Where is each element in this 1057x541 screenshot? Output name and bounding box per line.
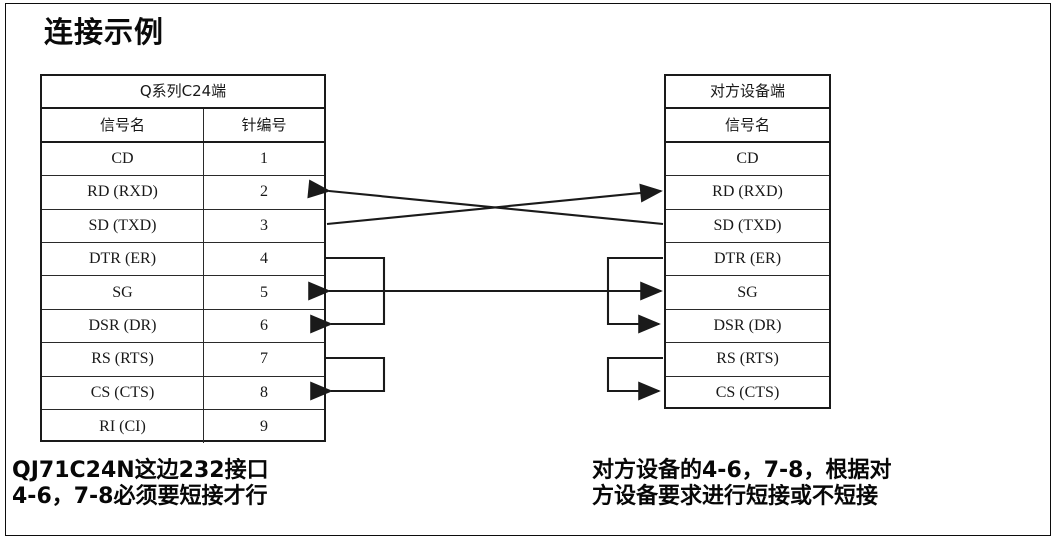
left-pin-7: 7 xyxy=(260,350,268,368)
left-pin-table: Q系列C24端 信号名 针编号 CD 1 RD (RXD) 2 SD (TXD)… xyxy=(40,74,326,444)
table-row: DSR (DR) xyxy=(666,310,829,344)
table-row: CD 1 xyxy=(42,142,324,177)
left-signal-7: RS (RTS) xyxy=(42,343,204,376)
right-table-header-row: 对方设备端 xyxy=(666,76,829,110)
right-col-signal-name: 信号名 xyxy=(724,115,770,134)
left-table-column-header-row: 信号名 针编号 xyxy=(42,109,324,143)
right-signal-6: DSR (DR) xyxy=(713,316,782,334)
right-pin-table: 对方设备端 信号名 CD RD (RXD) SD (TXD) DTR (ER) … xyxy=(664,74,831,409)
right-signal-7: RS (RTS) xyxy=(716,350,779,368)
left-pin-3: 3 xyxy=(260,216,268,234)
right-signal-2: RD (RXD) xyxy=(712,183,783,201)
left-col-pin-number: 针编号 xyxy=(241,115,287,134)
caption-left: QJ71C24N这边232接口 4-6，7-8必须要短接才行 xyxy=(12,458,269,509)
right-signal-8: CS (CTS) xyxy=(715,384,780,402)
left-pin-1: 1 xyxy=(260,149,268,167)
left-col-signal-name: 信号名 xyxy=(42,109,204,141)
wire-rd-to-sd xyxy=(326,183,663,226)
left-pin-5: 5 xyxy=(260,283,268,301)
table-row: RI (CI) 9 xyxy=(42,409,324,444)
table-row: DSR (DR) 6 xyxy=(42,309,324,344)
table-row: SD (TXD) xyxy=(666,210,829,243)
table-row: SG 5 xyxy=(42,276,324,310)
left-pin-9: 9 xyxy=(260,417,268,435)
page-title: 连接示例 xyxy=(44,15,165,49)
right-signal-4: DTR (ER) xyxy=(713,250,782,268)
right-table-column-header-row: 信号名 xyxy=(666,109,829,143)
table-row: RS (RTS) 7 xyxy=(42,343,324,377)
left-signal-6: DSR (DR) xyxy=(42,309,204,343)
table-row: RS (RTS) xyxy=(666,343,829,377)
left-pin-6: 6 xyxy=(260,316,268,334)
caption-right: 对方设备的4-6，7-8，根据对 方设备要求进行短接或不短接 xyxy=(592,458,892,509)
left-signal-8: CS (CTS) xyxy=(42,376,204,409)
table-row: SG xyxy=(666,276,829,310)
table-row: SD (TXD) 3 xyxy=(42,209,324,243)
jumper-right-7-8 xyxy=(606,356,663,401)
left-signal-2: RD (RXD) xyxy=(42,176,204,209)
left-signal-3: SD (TXD) xyxy=(42,209,204,242)
left-signal-9: RI (CI) xyxy=(42,409,204,444)
left-table-header-row: Q系列C24端 xyxy=(42,76,324,110)
left-pin-2: 2 xyxy=(260,183,268,201)
right-signal-3: SD (TXD) xyxy=(713,216,782,234)
left-signal-1: CD xyxy=(42,142,204,176)
left-pin-4: 4 xyxy=(260,250,268,268)
right-table-title: 对方设备端 xyxy=(709,82,785,101)
right-signal-5: SG xyxy=(737,283,758,301)
table-row: CS (CTS) 8 xyxy=(42,376,324,410)
table-row: RD (RXD) xyxy=(666,176,829,210)
table-row: DTR (ER) xyxy=(666,243,829,277)
left-signal-5: SG xyxy=(42,276,204,309)
table-row: CD xyxy=(666,143,829,177)
right-signal-1: CD xyxy=(736,149,759,167)
left-table-title: Q系列C24端 xyxy=(139,82,227,101)
table-row: DTR (ER) 4 xyxy=(42,242,324,277)
jumper-left-7-8 xyxy=(310,356,386,401)
left-pin-8: 8 xyxy=(260,383,268,401)
table-row: CS (CTS) xyxy=(666,377,829,410)
left-signal-4: DTR (ER) xyxy=(42,242,204,276)
table-row: RD (RXD) 2 xyxy=(42,176,324,210)
